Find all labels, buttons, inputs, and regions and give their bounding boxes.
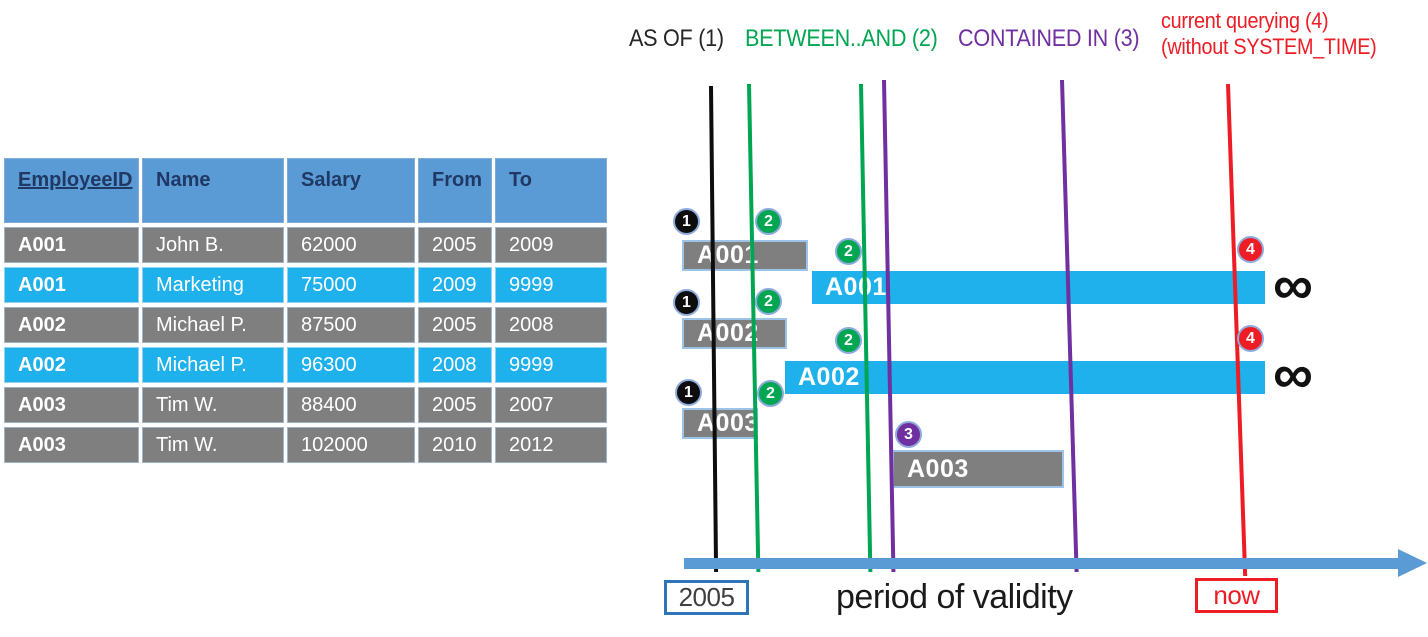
badge-2-icon: 2 [835, 327, 862, 354]
bar-a001-current: A001 [812, 271, 1265, 304]
contained-end-line [1060, 80, 1079, 572]
bar-label: A001 [697, 241, 759, 269]
table-cell: 75000 [287, 267, 415, 303]
bar-a002-current: A002 [785, 361, 1265, 394]
table-cell: 9999 [495, 347, 607, 383]
legend-label-line: CONTAINED IN (3) [958, 25, 1140, 52]
table-cell: John B. [142, 227, 284, 263]
table-cell: 2009 [418, 267, 492, 303]
legend-label-between-and: BETWEEN..AND (2) [745, 25, 938, 52]
bar-label: A003 [907, 454, 969, 483]
table-cell: A002 [4, 347, 139, 383]
column-header-from: From [418, 158, 492, 223]
table-cell: Tim W. [142, 387, 284, 423]
bar-a001-history: A001 [682, 240, 808, 271]
table-cell: Tim W. [142, 427, 284, 463]
infinity-icon: ∞ [1273, 252, 1313, 316]
between-end-line [859, 84, 873, 572]
bar-a003-history-1: A003 [682, 408, 758, 439]
table-cell: 2012 [495, 427, 607, 463]
table-cell: 9999 [495, 267, 607, 303]
table-cell: A003 [4, 427, 139, 463]
badge-3-icon: 3 [895, 421, 922, 448]
axis-now-box: now [1195, 578, 1278, 613]
badge-2-icon: 2 [835, 238, 862, 265]
table-cell: A003 [4, 387, 139, 423]
time-axis [684, 558, 1400, 569]
column-header-to: To [495, 158, 607, 223]
table-cell: 2009 [495, 227, 607, 263]
badge-2-icon: 2 [757, 380, 784, 407]
table-cell: 2005 [418, 227, 492, 263]
column-header-employeeid: EmployeeID [4, 158, 139, 223]
table-cell: A001 [4, 267, 139, 303]
table-cell: 2005 [418, 387, 492, 423]
badge-1-icon: 1 [673, 208, 700, 235]
contained-start-line [882, 80, 896, 572]
table-cell: 88400 [287, 387, 415, 423]
bar-label: A002 [798, 363, 860, 391]
table-cell: Marketing [142, 267, 284, 303]
badge-2-icon: 2 [755, 288, 782, 315]
bar-label: A002 [697, 319, 759, 347]
table-cell: Michael P. [142, 307, 284, 343]
badge-4-icon: 4 [1237, 236, 1264, 263]
table-cell: 87500 [287, 307, 415, 343]
legend-label-as-of: AS OF (1) [629, 25, 724, 52]
legend-label-contained-in: CONTAINED IN (3) [958, 25, 1140, 52]
axis-start-year-box: 2005 [664, 580, 749, 615]
bar-a002-history: A002 [682, 318, 787, 349]
table-cell: 2008 [495, 307, 607, 343]
column-header-name: Name [142, 158, 284, 223]
bar-a003-history-2: A003 [892, 450, 1064, 488]
bar-label: A003 [697, 409, 759, 437]
legend-label-line: BETWEEN..AND (2) [745, 25, 938, 52]
table-cell: 96300 [287, 347, 415, 383]
bar-label: A001 [825, 273, 887, 301]
table-cell: A001 [4, 227, 139, 263]
table-cell: 2008 [418, 347, 492, 383]
legend-label-line: (without SYSTEM_TIME) [1161, 34, 1377, 59]
time-axis-arrowhead-icon [1398, 549, 1427, 577]
legend-label-line: AS OF (1) [629, 25, 724, 52]
legend-label-current-querying: current querying (4)(without SYSTEM_TIME… [1161, 8, 1377, 60]
table-cell: 2005 [418, 307, 492, 343]
table-cell: Michael P. [142, 347, 284, 383]
legend-label-line: current querying (4) [1161, 8, 1329, 33]
table-cell: 2007 [495, 387, 607, 423]
table-cell: 62000 [287, 227, 415, 263]
badge-2-icon: 2 [755, 208, 782, 235]
table-cell: A002 [4, 307, 139, 343]
axis-caption: period of validity [836, 578, 1073, 616]
badge-1-icon: 1 [675, 379, 702, 406]
infinity-icon: ∞ [1273, 341, 1313, 405]
badge-4-icon: 4 [1237, 325, 1264, 352]
table-cell: 102000 [287, 427, 415, 463]
column-header-salary: Salary [287, 158, 415, 223]
badge-1-icon: 1 [673, 289, 700, 316]
table-cell: 2010 [418, 427, 492, 463]
